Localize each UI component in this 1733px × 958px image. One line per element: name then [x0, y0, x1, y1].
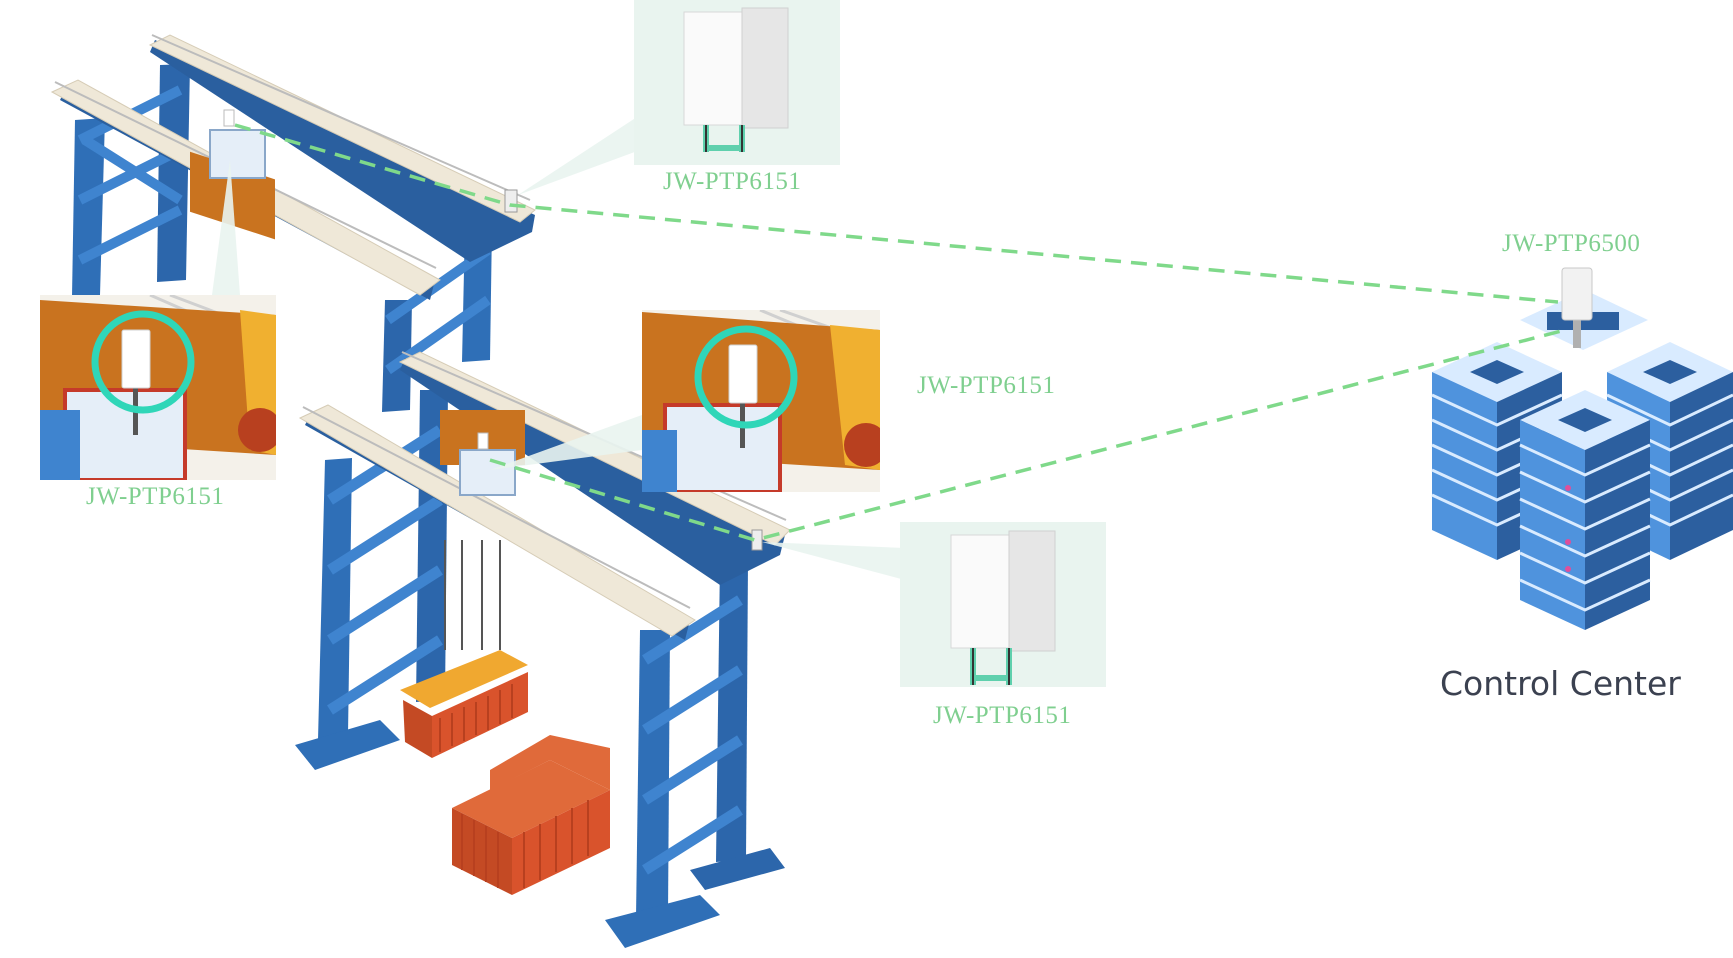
- server-cluster: [1431, 290, 1733, 630]
- callout-connector-left: [212, 160, 240, 295]
- label-bottom-ptp: JW-PTP6151: [933, 702, 1072, 729]
- label-top-ptp: JW-PTP6151: [663, 168, 802, 195]
- hanging-container: [400, 650, 528, 758]
- zoom-callout-left: [40, 295, 276, 480]
- wireless-link-bottom: [489, 328, 1566, 542]
- crane-radio-top: [504, 189, 518, 213]
- container-stack: [452, 735, 610, 895]
- zoom-callout-mid: [642, 310, 880, 492]
- callout-connector-top: [518, 115, 640, 195]
- control-center-label: Control Center: [1440, 664, 1681, 703]
- callout-device-top: [634, 0, 840, 165]
- label-base-station: JW-PTP6500: [1502, 230, 1641, 257]
- callout-connector-bottom: [762, 542, 905, 580]
- callout-connector-mid: [490, 415, 642, 470]
- base-station-antenna: [1561, 267, 1593, 348]
- wireless-link-top: [234, 123, 1559, 304]
- gantry-crane-front: [295, 351, 791, 948]
- callout-device-bottom: [900, 522, 1106, 687]
- label-left-zoom: JW-PTP6151: [86, 483, 225, 510]
- gantry-crane-back: [50, 34, 536, 412]
- label-mid-zoom: JW-PTP6151: [917, 372, 1056, 399]
- server-stack-front: [1519, 390, 1651, 630]
